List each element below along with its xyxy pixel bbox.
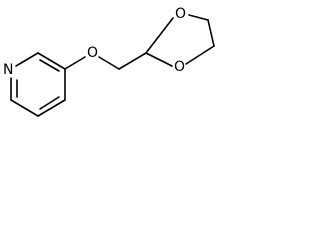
bond-c4-o3 — [188, 14, 209, 21]
bond-o1-c5 — [185, 45, 215, 65]
bond-o-ch2 — [98, 56, 120, 70]
bond-c2-c3 — [37, 52, 66, 70]
bond-c5-c6 — [10, 99, 39, 117]
dioxolane-oxygen-top-label: O — [175, 6, 186, 22]
bond-o3-c2 — [145, 17, 174, 54]
pyridine-ring — [10, 52, 66, 117]
double-bond-c2-c3 — [39, 59, 60, 72]
dioxolane-ring — [145, 14, 215, 67]
bond-c3-o — [64, 56, 86, 70]
ether-oxygen-label: O — [87, 45, 98, 61]
double-bond-c4-c5 — [39, 96, 60, 110]
dioxolane-oxygen-bottom-label: O — [174, 59, 185, 75]
bond-ch2-c2dioxolane — [118, 52, 147, 70]
bond-n-c2 — [15, 52, 39, 67]
bond-c5-c4 — [207, 19, 215, 47]
bond-c4-c5 — [37, 99, 66, 117]
bond-c2-o1 — [145, 52, 173, 67]
nitrogen-label: N — [3, 62, 13, 78]
ether-linkage — [64, 52, 147, 70]
structure-diagram: N O O O — [3, 6, 215, 117]
